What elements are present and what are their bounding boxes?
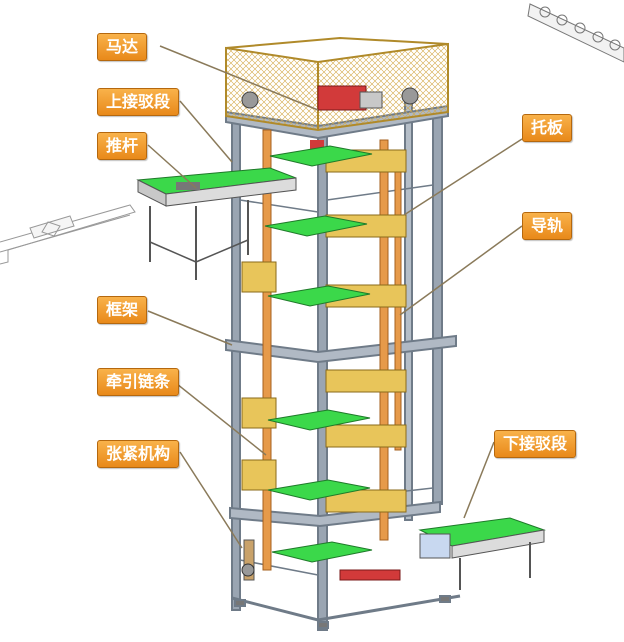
upper-transfer-conveyor	[136, 167, 297, 280]
top-mesh-guard	[225, 36, 449, 132]
callout-motor: 马达	[97, 33, 148, 61]
lower-transfer-conveyor	[418, 517, 546, 590]
callout-upper-transfer: 上接驳段	[97, 88, 180, 116]
callout-push-rod: 推杆	[97, 132, 148, 160]
roller-detail-fragment	[527, 3, 624, 63]
pallets	[241, 145, 407, 563]
callout-frame: 框架	[97, 296, 148, 324]
leader-lines	[147, 45, 523, 549]
tensioner-mechanism	[241, 539, 401, 581]
callout-lower-transfer: 下接驳段	[494, 430, 577, 458]
callout-tensioner: 张紧机构	[97, 440, 180, 468]
motor-unit	[241, 85, 419, 150]
callout-guide-rail: 导轨	[522, 212, 573, 240]
callout-pallet: 托板	[522, 114, 573, 142]
callout-traction-chain: 牵引链条	[97, 368, 180, 396]
background-platform	[0, 204, 136, 265]
